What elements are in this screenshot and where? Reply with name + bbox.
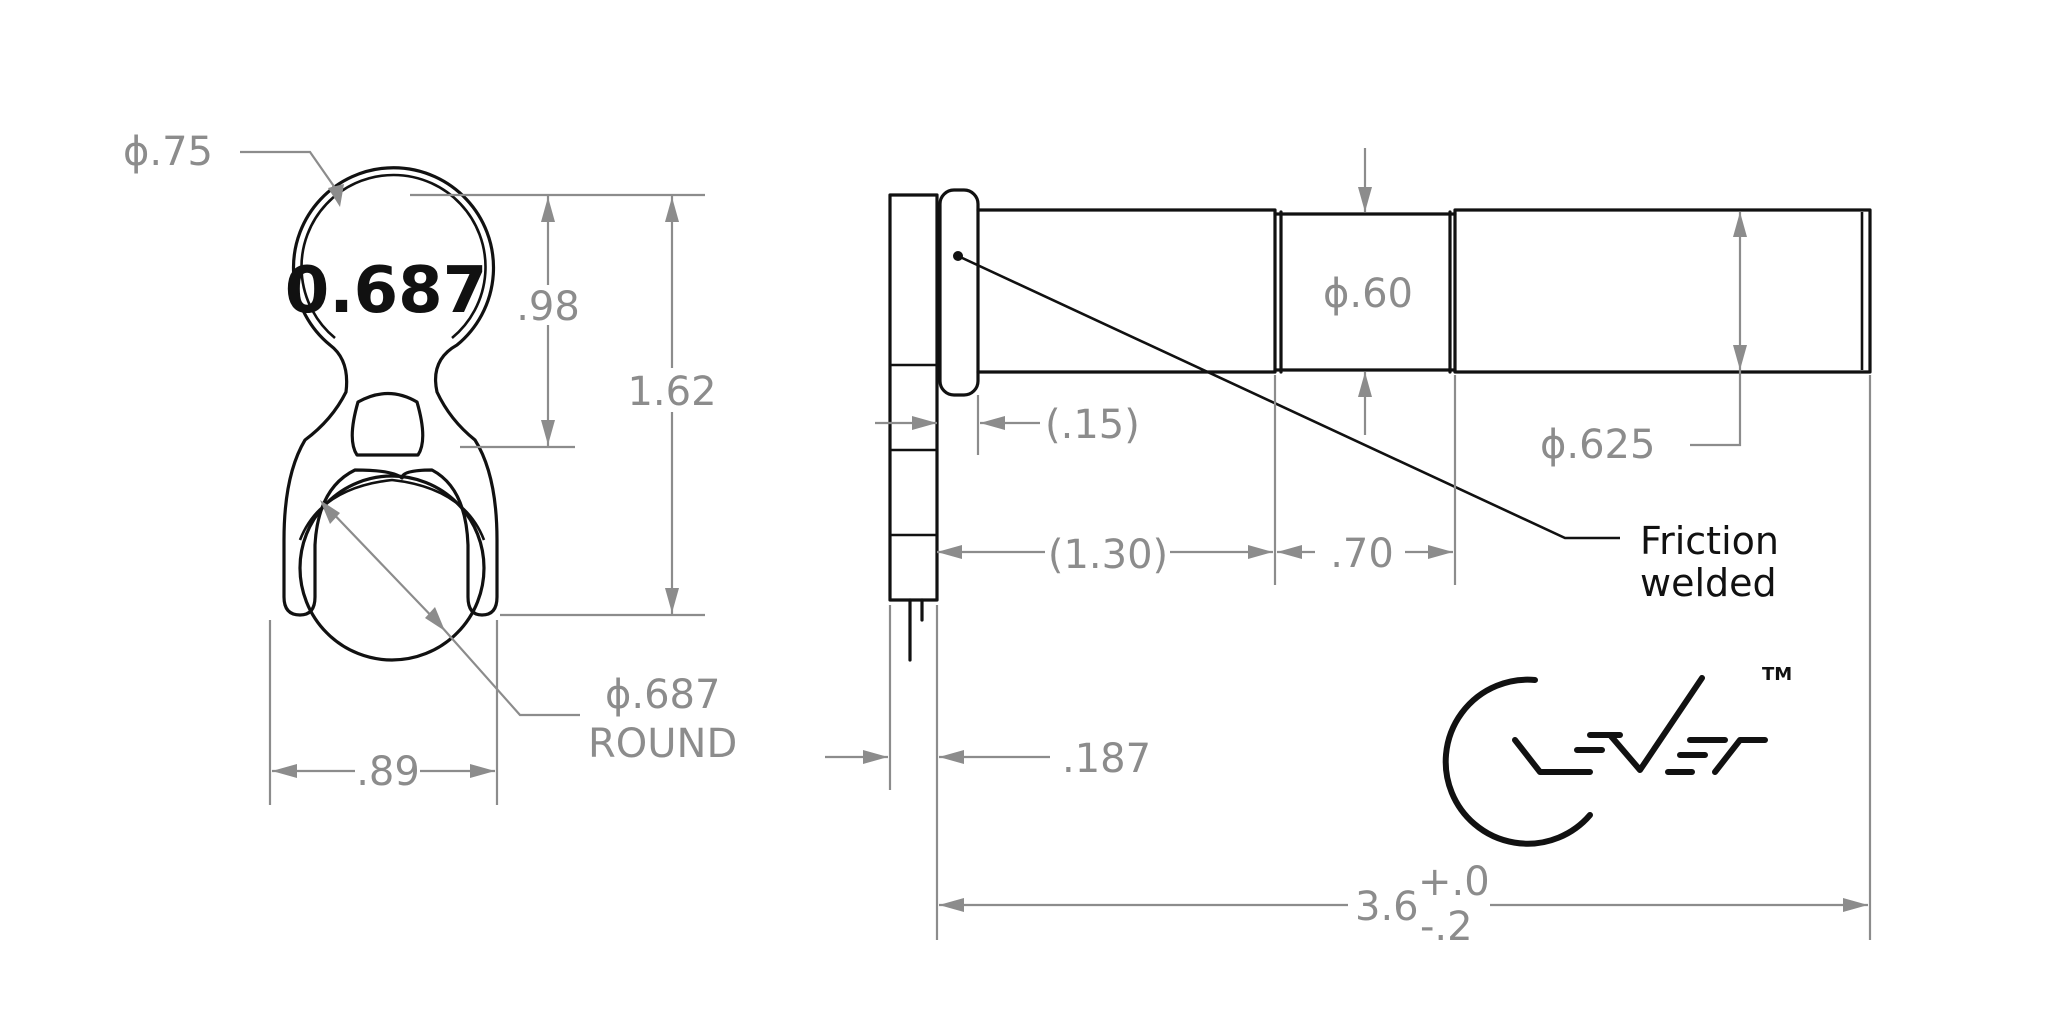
stamp-label: 0.687 [285, 254, 487, 328]
dim-width: .89 [356, 749, 420, 795]
trademark: TM [1762, 664, 1792, 685]
dim-head-diameter: ϕ.75 [123, 129, 213, 175]
plate-edge [888, 193, 939, 602]
round-pin [298, 474, 486, 662]
shaft-section-1 [976, 208, 1277, 374]
shaft-neck [1273, 212, 1457, 372]
tol-plus: +.0 [1418, 859, 1490, 905]
dim-first-section: (1.30) [1048, 532, 1168, 578]
dim-step-diameter: ϕ.60 [1323, 271, 1413, 317]
note-welded: welded [1640, 561, 1777, 605]
dim-shaft-diameter: ϕ.625 [1540, 422, 1655, 468]
dim-round-note: ROUND [588, 721, 737, 767]
dim-round-diameter: ϕ.687 [605, 672, 720, 718]
plate-outline [282, 166, 499, 617]
shaft-section-2 [1453, 208, 1872, 374]
triangular-slot [350, 392, 425, 457]
dim-overall-height: 1.62 [627, 369, 716, 415]
note-friction: Friction [1640, 519, 1779, 563]
tol-minus: -.2 [1420, 904, 1473, 950]
dim-collar: (.15) [1045, 402, 1140, 448]
dim-overall-length: 3.6 [1355, 884, 1419, 930]
dim-plate-thickness: .187 [1062, 736, 1151, 782]
dim-neck-length: .70 [1330, 531, 1394, 577]
clever-logo: TM [1442, 664, 1792, 847]
pin-seat-arc [298, 478, 486, 541]
side-view: Friction welded ϕ.60 ϕ.625 (.15) (1.30) … [825, 148, 1872, 950]
collar [938, 188, 980, 397]
front-view: 0.687 ϕ.75 .98 1.62 .89 ϕ.687 ROUND [123, 129, 737, 805]
head-inner-arc [300, 173, 487, 340]
dim-head-to-slot: .98 [516, 284, 580, 330]
